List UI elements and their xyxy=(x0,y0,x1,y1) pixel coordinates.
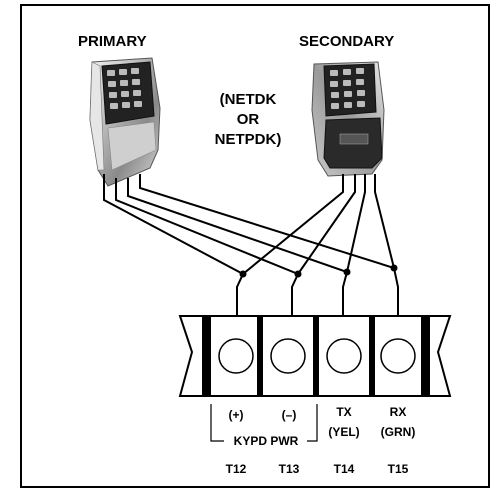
wires xyxy=(103,174,399,316)
t14-color: (YEL) xyxy=(328,425,360,439)
primary-keypad xyxy=(89,57,161,187)
secondary-keypad-buttons xyxy=(330,68,365,109)
terminal-screw-t15 xyxy=(380,338,416,374)
kypd-pwr-bracket xyxy=(210,404,318,442)
t13-id: T13 xyxy=(278,462,300,476)
t13-signal: (–) xyxy=(281,408,297,422)
primary-keypad-buttons xyxy=(107,68,142,109)
model-line-2: OR xyxy=(236,111,260,128)
terminal-block xyxy=(178,315,452,397)
t12-id: T12 xyxy=(225,462,247,476)
kypd-pwr-label: KYPD PWR xyxy=(233,434,299,448)
model-line-3: NETPDK) xyxy=(214,131,282,148)
secondary-keypad xyxy=(311,61,385,177)
terminal-screw-t13 xyxy=(270,338,306,374)
t14-id: T14 xyxy=(333,462,355,476)
primary-label: PRIMARY xyxy=(78,33,147,50)
t15-id: T15 xyxy=(387,462,409,476)
junction-dots xyxy=(239,264,398,278)
t14-signal: TX xyxy=(336,405,352,419)
terminal-screw-t12 xyxy=(218,338,254,374)
t12-signal: (+) xyxy=(228,408,244,422)
terminal-screw-t14 xyxy=(326,338,362,374)
secondary-label: SECONDARY xyxy=(299,33,395,50)
t15-signal: RX xyxy=(389,405,407,419)
t15-color: (GRN) xyxy=(380,425,416,439)
model-line-1: (NETDK xyxy=(219,91,277,108)
diagram-border xyxy=(20,4,490,488)
